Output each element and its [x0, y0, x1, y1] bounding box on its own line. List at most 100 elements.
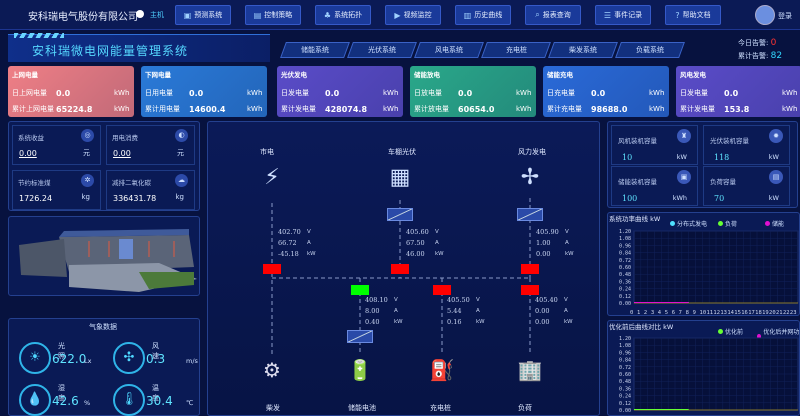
weather-value: 0.3: [146, 352, 166, 366]
weather-unit: Lx: [84, 357, 92, 365]
unit-kw: kW: [476, 319, 485, 325]
stat-value: 1726.24: [19, 194, 53, 203]
alarm-today-count: 0: [770, 38, 777, 48]
nav-control-button[interactable]: ▤控制策略: [245, 5, 301, 25]
unit-a: A: [565, 240, 569, 246]
nav-topology-button[interactable]: ♣系统拓扑: [315, 5, 371, 25]
system-tab[interactable]: 光伏系统: [347, 42, 417, 58]
user-avatar[interactable]: [755, 5, 775, 25]
card-title: 储能充电: [547, 71, 573, 79]
node-label: 市电: [260, 148, 274, 156]
measure-v: 405.90: [536, 228, 559, 236]
diesel-generator-icon[interactable]: ⚙: [263, 358, 281, 382]
card-title: 风电发电: [680, 71, 706, 79]
system-tab[interactable]: 负载系统: [615, 42, 685, 58]
capacity-value: 10: [622, 153, 633, 162]
wind-turbine-icon[interactable]: ✢: [520, 165, 540, 190]
stat-unit: kg: [175, 193, 185, 201]
capacity-value: 70: [714, 194, 725, 203]
breaker-switch-closed[interactable]: [521, 264, 539, 274]
building-illustration: [19, 229, 197, 292]
card-label: 累计发电量: [281, 105, 316, 113]
capacity-value: 100: [622, 194, 638, 203]
solar-carport-icon[interactable]: ▦: [389, 165, 411, 190]
legend-item[interactable]: 分布式发电: [670, 219, 707, 228]
nav-help-button[interactable]: ?帮助文档: [665, 5, 721, 25]
converter-icon: [347, 330, 373, 343]
legend-item[interactable]: 储能: [765, 219, 784, 228]
fan-icon: ✣: [113, 342, 145, 374]
breaker-switch-closed[interactable]: [433, 285, 451, 295]
system-tab[interactable]: 储能系统: [280, 42, 350, 58]
system-tab[interactable]: 柴发系统: [548, 42, 618, 58]
coal-icon: ✲: [81, 174, 94, 187]
system-tab-label: 充电桩: [505, 46, 527, 54]
node-label: 负荷: [518, 404, 532, 412]
nav-label: 视频监控: [403, 11, 432, 19]
measure-kw: 46.00: [406, 250, 425, 258]
thermometer-icon: 🌡: [113, 384, 145, 416]
alarm-total-label: 累计告警:: [738, 52, 769, 60]
building-load-icon[interactable]: 🏢: [517, 358, 543, 382]
chart-title: 优化前后曲线对比 kW: [609, 321, 673, 331]
system-tab[interactable]: 风电系统: [414, 42, 484, 58]
login-link[interactable]: 登录: [778, 12, 792, 20]
card-label: 累计发电量: [680, 105, 715, 113]
legend-item[interactable]: 负荷: [718, 219, 737, 228]
host-status-indicator[interactable]: [136, 10, 144, 18]
card-label: 累计充电量: [547, 105, 582, 113]
unit-v: V: [476, 297, 480, 303]
nav-forecast-button[interactable]: ▣预测系统: [175, 5, 231, 25]
battery-icon[interactable]: 🔋: [347, 358, 373, 382]
help-icon: ?: [675, 10, 680, 20]
card-label: 日发电量: [680, 89, 708, 97]
measure-a: 8.00: [365, 307, 380, 315]
chart-title-text: 系统功率曲线: [609, 215, 648, 223]
breaker-switch-open[interactable]: [351, 285, 369, 295]
system-tab-label: 柴发系统: [569, 46, 597, 54]
legend-label: 优化后并网功率: [763, 329, 800, 345]
capacity-value: 118: [714, 153, 730, 162]
system-title: 安科瑞微电网能量管理系统: [32, 44, 189, 58]
nav-search-button[interactable]: ⌕报表查询: [525, 5, 581, 25]
capacity-unit: kW: [768, 194, 779, 202]
system-tab[interactable]: 充电桩: [481, 42, 551, 58]
legend-swatch: [718, 329, 723, 334]
unit-kw: kW: [307, 251, 316, 257]
transmission-tower-icon[interactable]: ⚡: [264, 165, 280, 190]
weather-unit: %: [84, 399, 91, 407]
inverter-icon: [387, 208, 413, 221]
legend-item[interactable]: 优化后并网功率: [757, 327, 800, 345]
humidity-icon: 💧: [19, 384, 51, 416]
breaker-switch-closed[interactable]: [391, 264, 409, 274]
control-icon: ▤: [253, 10, 262, 20]
stat-unit: kg: [81, 193, 91, 201]
topology-icon: ♣: [323, 10, 332, 20]
measure-a: 66.72: [278, 239, 297, 247]
capacity-unit: kWh: [672, 194, 687, 202]
wind-capacity-icon: ♜: [677, 129, 691, 143]
legend-item[interactable]: 优化前: [718, 327, 743, 336]
legend-swatch: [718, 221, 723, 226]
charging-pile-icon[interactable]: ⛽: [429, 358, 455, 382]
stat-value: 0.00: [19, 149, 37, 158]
host-label: 主机: [150, 11, 164, 19]
weather-label: 湿度: [58, 384, 65, 402]
nav-event-button[interactable]: ☰事件记录: [595, 5, 651, 25]
breaker-switch-closed[interactable]: [263, 264, 281, 274]
nav-video-button[interactable]: ▶视频监控: [385, 5, 441, 25]
measure-kw: -45.18: [278, 250, 299, 258]
nav-history-button[interactable]: ▥历史曲线: [455, 5, 511, 25]
stat-value: 0.00: [113, 149, 131, 158]
breaker-switch-closed[interactable]: [521, 285, 539, 295]
